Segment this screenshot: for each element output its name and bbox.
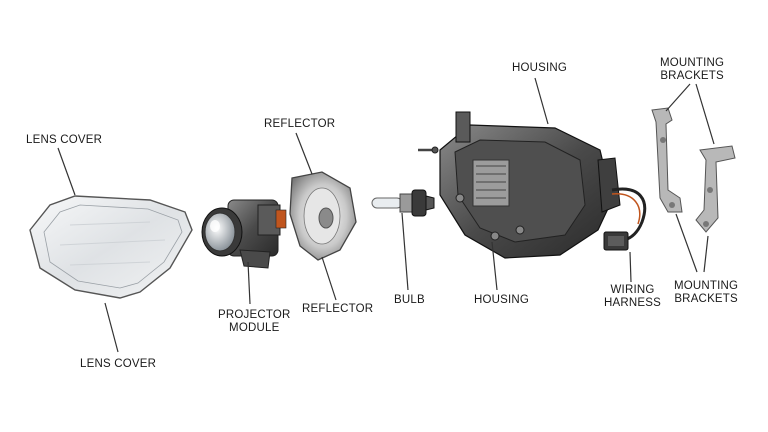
label-bulb: BULB bbox=[394, 294, 425, 306]
lens-cover-part bbox=[29, 195, 193, 299]
leader-brackets-bottom-b bbox=[703, 235, 709, 273]
label-mounting-brackets-top: MOUNTING BRACKETS bbox=[660, 57, 725, 82]
mounting-brackets-part bbox=[651, 107, 736, 233]
reflector-part bbox=[289, 171, 357, 261]
leader-housing-bottom bbox=[491, 241, 498, 291]
label-lens-cover-top: LENS COVER bbox=[26, 134, 103, 146]
label-mounting-brackets-bottom: MOUNTING BRACKETS bbox=[674, 280, 739, 305]
label-lens-cover-bottom: LENS COVER bbox=[80, 358, 157, 370]
leader-bulb bbox=[401, 212, 409, 291]
leader-brackets-bottom-a bbox=[675, 213, 698, 273]
label-projector-module: PROJECTOR MODULE bbox=[218, 309, 291, 334]
label-reflector-top: REFLECTOR bbox=[264, 118, 336, 130]
leader-projector-module bbox=[247, 261, 251, 305]
leader-wiring-harness bbox=[629, 251, 632, 283]
leader-reflector-bottom bbox=[321, 256, 337, 301]
leader-brackets-top-b bbox=[695, 83, 715, 145]
housing-part bbox=[418, 111, 621, 259]
bulb-part bbox=[371, 189, 435, 217]
label-reflector-bottom: REFLECTOR bbox=[302, 303, 374, 315]
label-housing-bottom: HOUSING bbox=[474, 294, 530, 306]
leader-housing-top bbox=[534, 77, 549, 125]
projector-module-part bbox=[201, 199, 287, 269]
label-housing-top: HOUSING bbox=[512, 62, 568, 74]
leader-lens-cover-top bbox=[57, 147, 76, 196]
wiring-harness-part bbox=[603, 187, 647, 251]
label-wiring-harness: WIRING HARNESS bbox=[604, 284, 661, 309]
leader-reflector-top bbox=[295, 132, 313, 175]
leader-lines bbox=[57, 77, 715, 353]
leader-lens-cover-bottom bbox=[104, 302, 119, 353]
leader-brackets-top-a bbox=[665, 83, 691, 112]
